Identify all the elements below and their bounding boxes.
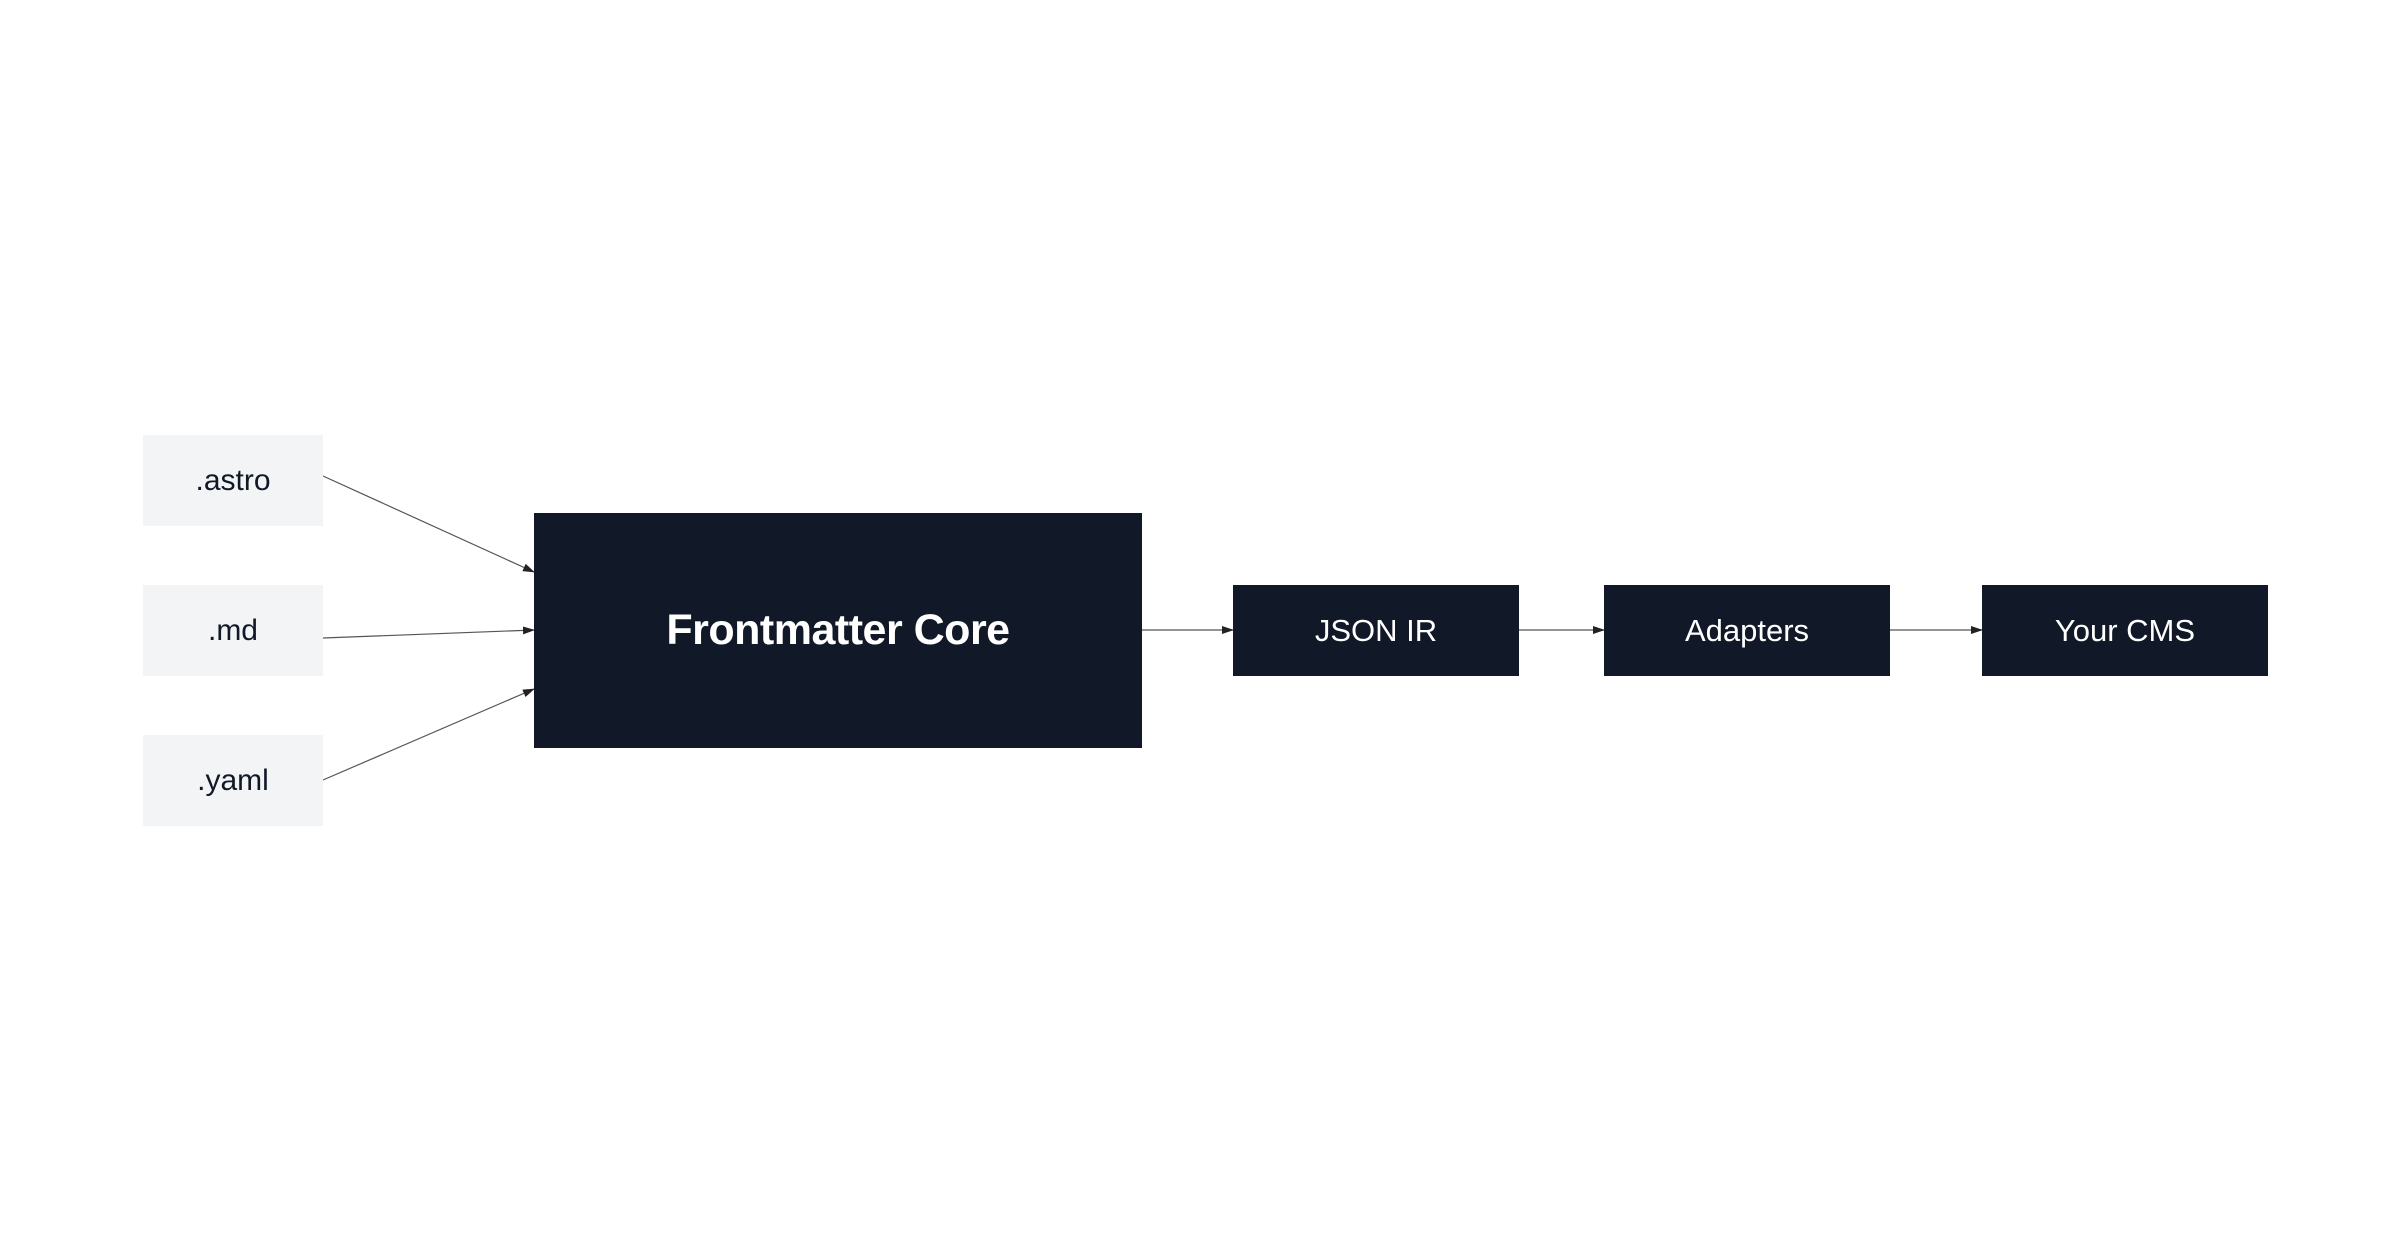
input-node-md-label: .md	[207, 613, 258, 647]
edge-astro-to-core	[322, 475, 535, 573]
core-node: Frontmatter Core	[534, 513, 1142, 748]
core-node-label: Frontmatter Core	[666, 606, 1010, 654]
input-node-astro: .astro	[143, 435, 323, 526]
input-node-yaml: .yaml	[143, 735, 323, 826]
input-node-md: .md	[143, 585, 323, 676]
adapters-node-label: Adapters	[1684, 612, 1810, 648]
json-ir-node: JSON IR	[1233, 585, 1519, 676]
edge-md-to-core	[322, 626, 535, 639]
adapters-node: Adapters	[1604, 585, 1890, 676]
json-ir-node-label: JSON IR	[1314, 612, 1438, 648]
cms-node-label: Your CMS	[2054, 612, 2196, 648]
input-node-yaml-label: .yaml	[197, 763, 269, 797]
input-node-astro-label: .astro	[195, 463, 271, 497]
edge-yaml-to-core	[322, 688, 535, 781]
cms-node: Your CMS	[1982, 585, 2268, 676]
